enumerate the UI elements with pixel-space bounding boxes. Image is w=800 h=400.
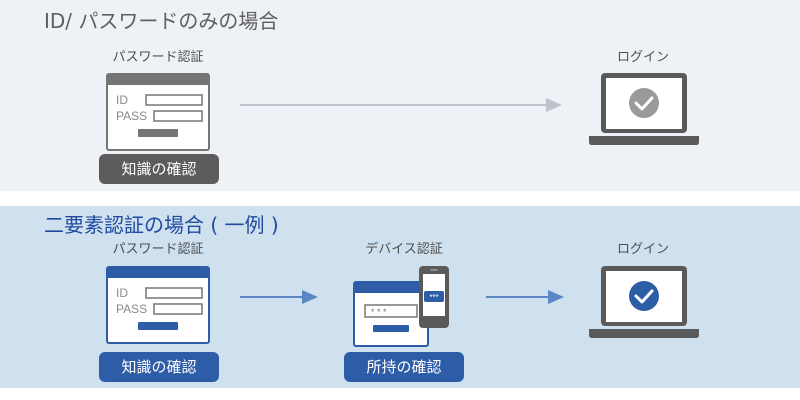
password-auth-label: パスワード認証 xyxy=(112,242,204,257)
smartphone-icon: *** xyxy=(419,266,449,328)
two-factor-section: 二要素認証の場合 ( 一例 ) パスワード認証 デバイス認証 ログイン ID P… xyxy=(0,206,800,388)
code-mask-text: * * * xyxy=(371,307,387,317)
device-auth-label: デバイス認証 xyxy=(365,242,443,257)
password-form-icon: ID PASS xyxy=(106,266,210,344)
password-auth-label: パスワード認証 xyxy=(112,50,204,65)
device-auth-icon: * * * *** xyxy=(353,266,449,347)
form-id-text: ID xyxy=(116,286,128,300)
form-id-text: ID xyxy=(116,93,128,107)
phone-code-text: *** xyxy=(429,293,438,302)
arrow-right-icon xyxy=(240,290,318,304)
arrow-right-icon xyxy=(486,290,564,304)
login-label: ログイン xyxy=(616,50,670,65)
id-password-only-section: ID/ パスワードのみの場合 パスワード認証 ログイン ID PASS 知識の確… xyxy=(0,0,800,191)
section-title: 二要素認証の場合 ( 一例 ) xyxy=(44,213,279,237)
arrow-right-icon xyxy=(240,98,562,112)
login-label: ログイン xyxy=(616,242,670,257)
form-pass-text: PASS xyxy=(116,109,147,123)
knowledge-check-badge: 知識の確認 xyxy=(99,352,219,382)
password-form-icon: ID PASS xyxy=(106,73,210,151)
form-pass-text: PASS xyxy=(116,302,147,316)
section-title: ID/ パスワードのみの場合 xyxy=(44,9,279,33)
knowledge-check-badge: 知識の確認 xyxy=(99,154,219,184)
laptop-check-icon xyxy=(589,73,699,145)
possession-check-badge: 所持の確認 xyxy=(344,352,464,382)
laptop-check-icon xyxy=(589,266,699,338)
